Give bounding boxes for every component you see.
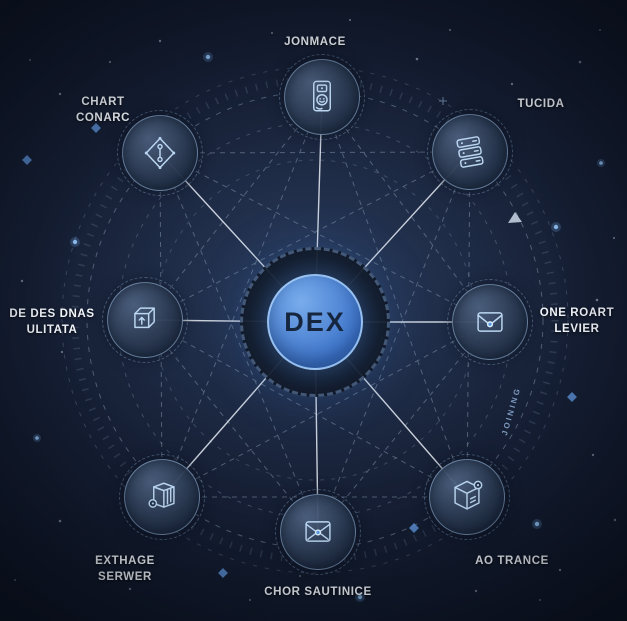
server-cube-icon	[140, 475, 184, 519]
label-line: SERWER	[98, 571, 152, 584]
sparkle-icon	[439, 97, 447, 105]
node-one-roart-label: ONE ROART LEVIER	[540, 305, 614, 337]
node-jonmace	[279, 54, 365, 140]
node-ao-trance-label: AO TRANCE	[475, 553, 549, 569]
node-ao-trance	[424, 454, 510, 540]
kiosk-device-icon	[300, 75, 344, 119]
label-line: TUCIDA	[517, 98, 565, 110]
network-diamond-icon	[138, 131, 182, 175]
label-line: AO TRANCE	[475, 555, 549, 567]
label-line: CHOR SAUTINICE	[264, 586, 372, 598]
label-line: CONARC	[75, 112, 131, 125]
envelope-check-icon	[296, 510, 340, 554]
node-de-des-dnas	[102, 277, 188, 363]
orbit-arrow-icon	[508, 212, 522, 223]
node-chor-sautinice	[275, 489, 361, 575]
database-stack-icon	[448, 130, 492, 174]
node-chart-conarc-label: CHART CONARC	[76, 94, 130, 126]
node-chart-conarc	[117, 110, 203, 196]
label-line: EXTHAGE	[95, 555, 155, 567]
cube-upload-icon	[123, 298, 167, 342]
label-line: JONMACE	[284, 36, 346, 48]
node-chor-sautinice-label: CHOR SAUTINICE	[264, 584, 371, 600]
label-line: ULITATA	[26, 324, 78, 337]
node-one-roart	[447, 279, 533, 365]
node-tucida	[427, 109, 513, 195]
label-line: ONE ROART	[539, 307, 615, 319]
package-scan-icon	[445, 475, 489, 519]
label-line: DE DES DNAS	[9, 308, 95, 320]
label-line: CHART	[81, 96, 125, 108]
node-jonmace-label: JONMACE	[284, 34, 346, 50]
dex-label: DEX	[284, 306, 346, 337]
node-exthage-serwer-label: EXTHAGE SERWER	[95, 553, 155, 585]
label-line: LEVIER	[554, 323, 600, 336]
dex-center-node: DEX	[267, 274, 363, 370]
node-tucida-label: TUCIDA	[517, 96, 564, 112]
node-de-des-dnas-label: DE DES DNAS ULITATA	[9, 306, 94, 338]
node-exthage-serwer	[119, 454, 205, 540]
envelope-icon	[468, 300, 512, 344]
